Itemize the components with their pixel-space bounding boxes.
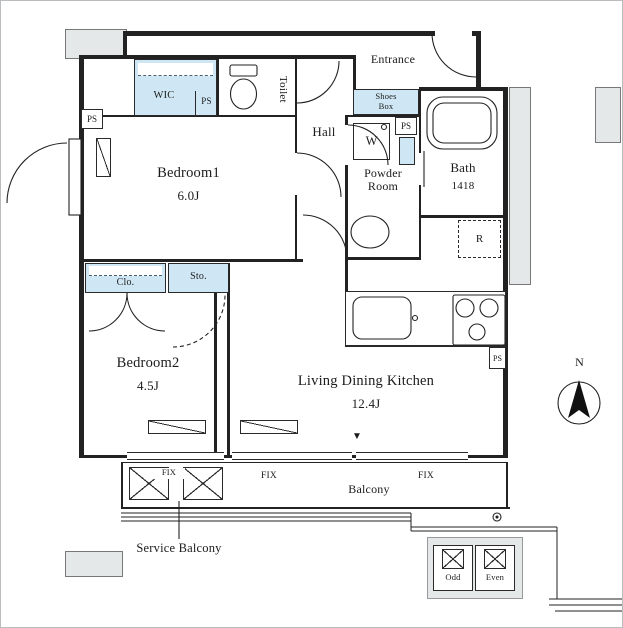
- north-label: N: [575, 355, 584, 369]
- closet-door-arc: [88, 292, 128, 332]
- closet-shelf-hatch: [89, 266, 162, 276]
- bath-label: Bath: [450, 160, 476, 175]
- balcony-edge: [506, 462, 508, 509]
- wall: [345, 115, 421, 117]
- wall: [345, 115, 348, 125]
- wall: [217, 59, 219, 117]
- ps-box: PS: [81, 109, 103, 129]
- wall: [295, 195, 297, 261]
- bedroom1-label: Bedroom1: [157, 165, 220, 181]
- wall: [345, 257, 421, 260]
- ps-label: PS: [400, 121, 411, 131]
- balcony-edge: [121, 462, 123, 509]
- wall: [214, 293, 217, 457]
- bedroom1-fixture: [96, 138, 111, 177]
- wall: [345, 259, 348, 293]
- storage-label: Sto.: [190, 271, 207, 282]
- wall: [123, 31, 435, 36]
- north-compass-icon: [557, 380, 601, 425]
- entrance-label: Entrance: [370, 52, 416, 66]
- ldk-label: Living Dining Kitchen: [297, 373, 435, 389]
- bedroom2-size-label: 4.5J: [136, 378, 160, 393]
- fix-window: [232, 452, 352, 460]
- fix-window: [127, 452, 224, 460]
- wall: [345, 165, 348, 260]
- wall: [419, 89, 421, 153]
- even-label: Even: [485, 572, 505, 582]
- fix-label: FIX: [418, 471, 434, 481]
- wall: [419, 87, 508, 91]
- closet-door-arc: [126, 292, 166, 332]
- sink-icon: [350, 215, 390, 249]
- storage-door-arc: [172, 294, 226, 348]
- wall: [123, 31, 127, 57]
- service-balcony-label: Service Balcony: [136, 541, 222, 555]
- bedroom1-size-label: 6.0J: [177, 188, 200, 203]
- shelf-box: [399, 137, 415, 165]
- balcony-label: Balcony: [348, 482, 390, 496]
- wall: [79, 115, 297, 117]
- wall: [353, 59, 356, 89]
- bedroom1-door-arc: [296, 152, 342, 198]
- fix-label: FIX: [261, 471, 277, 481]
- railing-lines: [121, 512, 622, 612]
- bathtub-icon: [426, 96, 498, 150]
- storage-box: [168, 263, 229, 293]
- exterior-structure: [509, 87, 531, 285]
- kitchen-counter: [345, 291, 506, 347]
- toilet-door-arc: [296, 60, 340, 104]
- exterior-structure: [65, 551, 123, 577]
- wall: [227, 263, 230, 457]
- wall: [79, 259, 303, 262]
- odd-label: Odd: [445, 572, 461, 582]
- toilet-icon: [229, 64, 258, 110]
- wall: [476, 31, 481, 89]
- toilet-label: Toilet: [277, 75, 289, 103]
- service-balcony-louver: [129, 467, 169, 500]
- ps-label: PS: [86, 114, 97, 124]
- shoes-box: Shoes Box: [353, 89, 419, 115]
- position-marker: ▼: [351, 431, 363, 442]
- ps-label: PS: [195, 91, 217, 115]
- wall: [123, 462, 508, 463]
- low-window: [148, 420, 206, 434]
- ps-label: PS: [493, 353, 502, 363]
- even-hatch: [484, 549, 506, 569]
- bath-size-label: 1418: [451, 180, 475, 192]
- powder-room-label: Powder Room: [364, 166, 402, 194]
- exterior-door: [6, 138, 82, 216]
- wall: [419, 215, 508, 218]
- bedroom2-label: Bedroom2: [116, 355, 180, 371]
- ldk-size-label: 12.4J: [351, 396, 381, 411]
- refrigerator-space: R: [458, 220, 501, 258]
- ps-box: PS: [489, 347, 506, 369]
- wall: [79, 55, 84, 457]
- ldk-door-arc: [302, 214, 348, 260]
- wall: [295, 115, 297, 153]
- balcony-edge: [121, 507, 510, 509]
- fix-label: FIX: [153, 467, 185, 479]
- wic-label: WIC: [153, 90, 175, 101]
- low-window: [240, 420, 298, 434]
- ps-box: PS: [395, 117, 417, 135]
- exterior-structure: [595, 87, 621, 143]
- fix-window: [356, 452, 468, 460]
- refrigerator-label: R: [475, 233, 484, 245]
- closet-label: Clo.: [116, 277, 135, 288]
- odd-hatch: [442, 549, 464, 569]
- wall: [79, 55, 356, 59]
- shoes-box-label: Shoes Box: [375, 91, 397, 111]
- wall: [295, 59, 297, 117]
- washing-machine: W: [353, 123, 390, 160]
- washer-label: W: [365, 134, 378, 148]
- wic-shelf-hatch: [138, 63, 213, 76]
- service-balcony-louver: [183, 467, 223, 500]
- hall-label: Hall: [312, 124, 336, 139]
- wall: [419, 185, 421, 257]
- faucet-icon: [492, 512, 502, 522]
- wall: [503, 89, 508, 457]
